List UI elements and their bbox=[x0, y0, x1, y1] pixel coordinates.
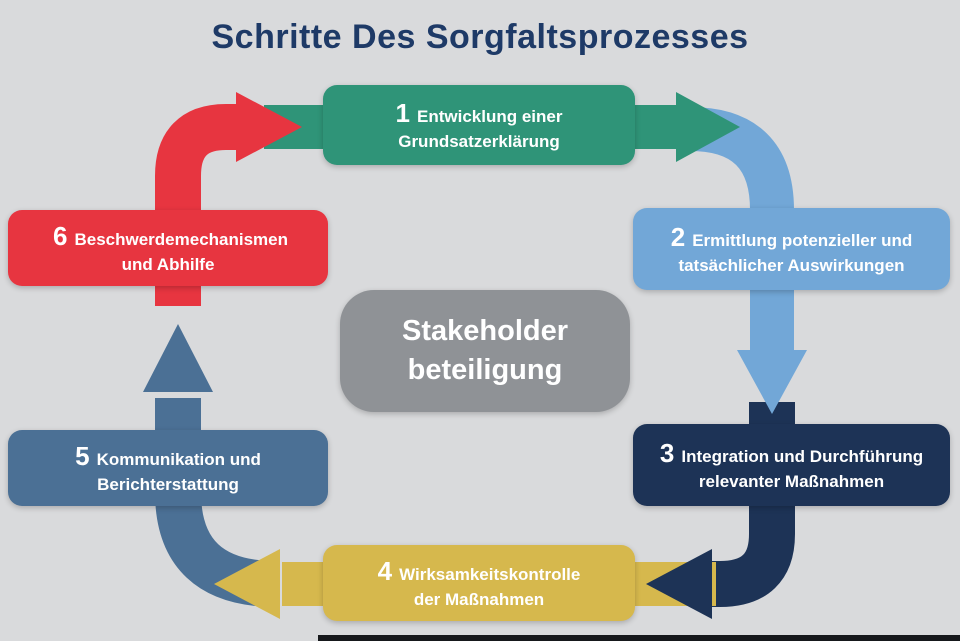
arrow-step1-to-step2-head bbox=[676, 92, 740, 162]
step-4-label: Wirksamkeitskontrolle der Maßnahmen bbox=[399, 564, 581, 610]
arrow-step3-to-step4-tail bbox=[710, 402, 795, 607]
step-6-label: Beschwerdemechanismen und Abhilfe bbox=[74, 229, 289, 275]
step-6-number: 6 bbox=[53, 220, 68, 251]
arrow-step6-to-step1-tail bbox=[155, 104, 240, 306]
step-4-number: 4 bbox=[377, 555, 393, 586]
step-1-label: Entwicklung einer Grundsatzerklärung bbox=[398, 106, 563, 152]
center-stakeholder-box: Stakeholder beteiligung bbox=[340, 290, 630, 412]
arrow-step6-to-step1-head bbox=[236, 92, 302, 162]
step-1-number: 1 bbox=[395, 97, 410, 128]
step-3-number: 3 bbox=[659, 437, 675, 468]
arrow-step2-to-step3-head bbox=[737, 350, 807, 414]
bottom-bar bbox=[318, 635, 960, 641]
step-5-label: Kommunikation und Berichterstattung bbox=[96, 449, 261, 495]
step-5-number: 5 bbox=[75, 440, 90, 471]
arrow-step5-to-step6-head bbox=[143, 324, 213, 392]
center-stakeholder-label: Stakeholder beteiligung bbox=[402, 314, 568, 386]
step-2-number: 2 bbox=[670, 221, 686, 252]
arrow-step4-to-step5-head bbox=[214, 549, 280, 619]
arrow-step3-to-step4-head bbox=[646, 549, 712, 619]
step-3-label: Integration und Durchführung relevanter … bbox=[681, 446, 924, 492]
step-2-label: Ermittlung potenzieller und tatsächliche… bbox=[678, 230, 913, 276]
page-title: Schritte Des Sorgfaltsprozesses bbox=[211, 18, 749, 56]
